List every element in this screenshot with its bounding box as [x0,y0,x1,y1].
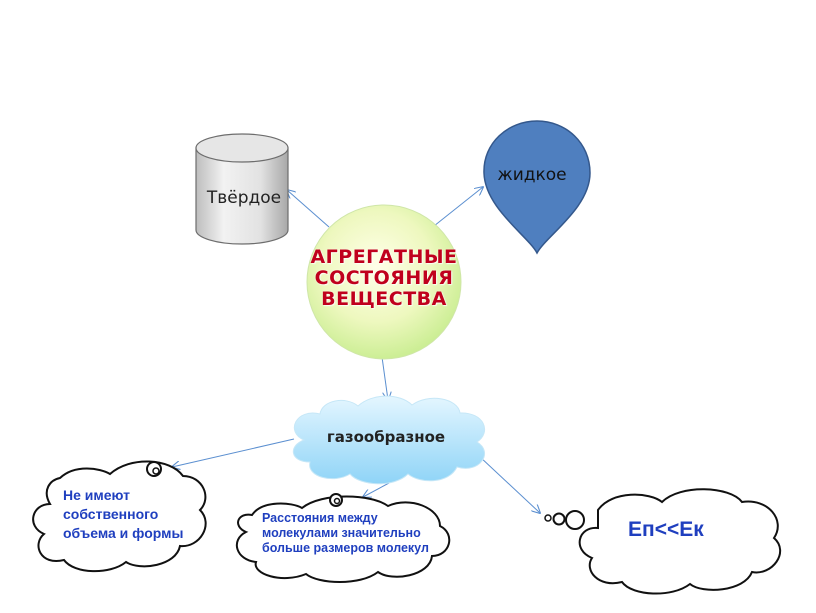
arrow-to-liquid [433,187,483,227]
arrow-to-note-distance [363,482,390,497]
solid-label: Твёрдое [206,188,282,208]
note-distance-text: Расстояния между молекулами значительно … [262,511,429,555]
gas-node [293,395,486,485]
center-title-line-3: ВЕЩЕСТВА [321,288,447,310]
note-distance-bubble [235,493,451,583]
note-energy-bubble [544,488,781,595]
center-node [306,204,462,360]
note-shape-text: Не имеют собственного объема и формы [63,487,184,541]
arrow-to-note-shape [172,438,295,467]
center-title: АГРЕГАТНЫЕ СОСТОЯНИЯ ВЕЩЕСТВА [308,247,460,310]
arrow-to-note-energy [478,455,540,513]
center-title-line-2: СОСТОЯНИЯ [314,267,454,289]
liquid-label: жидкое [497,165,567,185]
solid-node [195,133,289,245]
liquid-node [483,120,591,255]
arrow-to-solid [287,190,330,228]
gas-label: газообразное [326,428,446,446]
note-energy-text: Еп<<Ек [628,518,704,541]
arrow-to-gas [381,356,388,400]
note-shape-bubble [32,460,207,573]
center-title-line-1: АГРЕГАТНЫЕ [310,246,458,268]
